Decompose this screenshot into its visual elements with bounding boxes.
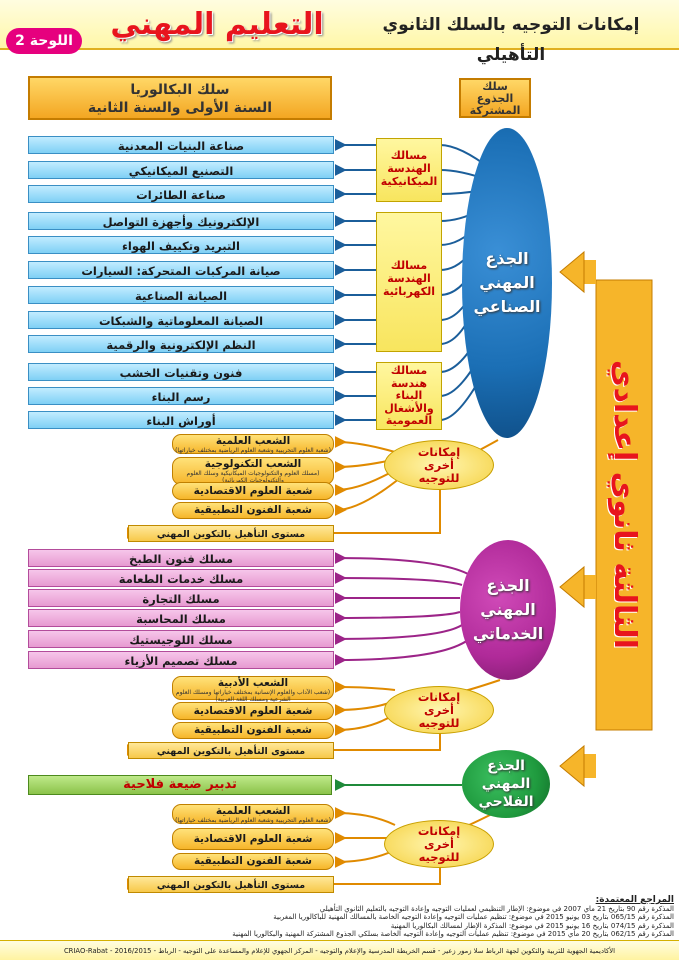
industrial-track: رسم البناء bbox=[28, 387, 334, 405]
industrial-track: التصنيع الميكانيكي bbox=[28, 161, 334, 179]
civil-group-l3: البناء bbox=[395, 389, 423, 402]
option-title: الشعب التكنولوجية bbox=[204, 458, 302, 470]
civil-group-l5: العمومية bbox=[385, 414, 433, 427]
option-technological: الشعب التكنولوجية (مسلك العلوم والتكنولو… bbox=[172, 457, 334, 485]
option-economics: شعبة العلوم الاقتصادية والتدبير bbox=[172, 828, 334, 865]
agri-core-l3: الفلاحي bbox=[478, 794, 534, 810]
services-track: مسلك اللوجيستيك bbox=[28, 630, 334, 648]
industrial-track: النظم الإلكترونية والرقمية bbox=[28, 335, 334, 353]
services-core-l2: المهني bbox=[480, 600, 536, 619]
agri-core-oval: الجذع المهني الفلاحي bbox=[462, 750, 550, 818]
agri-core-l1: الجذع bbox=[487, 758, 525, 774]
option-literary: الشعب الأدبية (شعب الآداب والعلوم الإنسا… bbox=[172, 676, 334, 703]
elec-group-l2: الهندسة bbox=[387, 272, 431, 285]
electrical-engineering-group: مسالك الهندسة الكهربائية bbox=[376, 212, 442, 352]
options-l3: للتوجيه bbox=[418, 715, 460, 730]
industrial-core-l3: الصناعي bbox=[473, 297, 541, 316]
option-applied-arts: شعبة الفنون التطبيقية bbox=[172, 853, 334, 870]
industrial-core-oval: الجذع المهني الصناعي bbox=[462, 128, 552, 438]
options-l3: للتوجيه bbox=[418, 849, 460, 864]
options-l1: إمكانات bbox=[417, 444, 461, 459]
industrial-track: أوراش البناء bbox=[28, 411, 334, 429]
references: المراجع المعتمدة: المذكرة رقم 90 بتاريخ … bbox=[150, 896, 674, 940]
industrial-track: التبريد وتكييف الهواء bbox=[28, 236, 334, 254]
option-applied-arts: شعبة الفنون التطبيقية bbox=[172, 502, 334, 519]
options-l2: أخرى bbox=[424, 457, 454, 472]
industrial-core-l2: المهني bbox=[479, 273, 535, 292]
services-track: مسلك خدمات الطعامة bbox=[28, 569, 334, 587]
footer: الأكاديمية الجهوية للتربية والتكوين لجهة… bbox=[0, 940, 679, 960]
option-scientific: الشعب العلمية (شعبة العلوم التجريبية وشع… bbox=[172, 434, 334, 454]
options-l1: إمكانات bbox=[417, 689, 461, 704]
option-applied-arts: شعبة الفنون التطبيقية bbox=[172, 722, 334, 739]
option-title: الشعب الأدبية bbox=[217, 677, 289, 689]
services-core-oval: الجذع المهني الخدماتي bbox=[460, 540, 556, 680]
civil-group-l4: والأشغال bbox=[384, 401, 434, 415]
references-title: المراجع المعتمدة: bbox=[595, 895, 674, 905]
industrial-track: الصيانة المعلوماتية والشبكات bbox=[28, 311, 334, 329]
civil-engineering-group: مسالك هندسة البناء والأشغال العمومية bbox=[376, 362, 442, 430]
qualification-level: مستوى التأهيل بالتكوين المهني bbox=[128, 525, 334, 542]
reference-item: المذكرة رقم 074/15 بتاريخ 16 يونيو 2015 … bbox=[390, 921, 674, 930]
farm-management-track: تدبير ضيعة فلاحية bbox=[28, 775, 332, 795]
option-note: (شعبة العلوم التجريبية وشعبة العلوم الري… bbox=[175, 447, 331, 454]
options-l2: أخرى bbox=[424, 702, 454, 717]
option-economics: شعبة العلوم الاقتصادية والتدبير bbox=[172, 482, 334, 513]
mech-group-l3: الميكانيكية bbox=[380, 175, 438, 188]
services-track: مسلك المحاسبة bbox=[28, 609, 334, 627]
options-l1: إمكانات bbox=[417, 823, 461, 838]
option-note: (شعب الآداب والعلوم الإنسانية بمختلف خيا… bbox=[175, 689, 331, 703]
common-core-line1: سلك bbox=[482, 80, 508, 93]
option-economics: شعبة العلوم الاقتصادية والتدبير bbox=[172, 702, 334, 733]
industrial-track: الصيانة الصناعية bbox=[28, 286, 334, 304]
qualification-level: مستوى التأهيل بالتكوين المهني bbox=[128, 742, 334, 759]
elec-group-l1: مسالك bbox=[390, 259, 428, 272]
board-badge: اللوحة 2 bbox=[6, 28, 82, 54]
industrial-track: صناعة البنيات المعدنية bbox=[28, 136, 334, 154]
bac-cycle-header: سلك البكالوريا السنة الأولى والسنة الثان… bbox=[28, 76, 332, 120]
reference-item: المذكرة رقم 065/15 بتاريخ 03 يونيو 2015 … bbox=[273, 913, 674, 921]
option-scientific: الشعب العلمية (شعبة العلوم التجريبية وشع… bbox=[172, 804, 334, 824]
qualification-level: مستوى التأهيل بالتكوين المهني bbox=[128, 876, 334, 893]
services-track: مسلك التجارة bbox=[28, 589, 334, 607]
services-track: مسلك تصميم الأزياء bbox=[28, 651, 334, 669]
option-note: (شعبة العلوم التجريبية وشعبة العلوم الري… bbox=[175, 817, 331, 824]
reference-item: المذكرة رقم 062/15 بتاريخ 20 ماي 2015 في… bbox=[232, 930, 674, 938]
option-note: (مسلك العلوم والتكنولوجيات الميكانيكية و… bbox=[186, 470, 320, 484]
services-core-l1: الجذع bbox=[486, 576, 530, 595]
bac-cycle-years: السنة الأولى والسنة الثانية bbox=[87, 100, 273, 116]
mech-group-l2: الهندسة bbox=[387, 162, 431, 175]
option-title: الشعب العلمية bbox=[215, 805, 291, 817]
page-subject: إمكانات التوجيه بالسلك الثانوي التأهيلي bbox=[382, 15, 640, 65]
mech-group-l1: مسالك bbox=[390, 149, 428, 162]
civil-group-l1: مسالك bbox=[390, 364, 428, 377]
options-l2: أخرى bbox=[424, 836, 454, 851]
page-title: التعليم المهني bbox=[110, 7, 324, 42]
common-core-line2: الجذوع bbox=[476, 92, 514, 105]
secondary-arrow bbox=[559, 250, 653, 788]
bac-cycle-title: سلك البكالوريا bbox=[130, 82, 230, 98]
common-core-header: سلك الجذوع المشتركة bbox=[459, 78, 531, 118]
civil-group-l2: هندسة bbox=[391, 376, 427, 390]
industrial-track: صناعة الطائرات bbox=[28, 185, 334, 203]
industrial-track: فنون وتقنيات الخشب bbox=[28, 363, 334, 381]
common-core-line3: المشتركة bbox=[469, 104, 521, 117]
mechanical-engineering-group: مسالك الهندسة الميكانيكية bbox=[376, 138, 442, 202]
services-core-l3: الخدماتي bbox=[472, 624, 544, 643]
reference-item: المذكرة رقم 90 بتاريخ 21 ماي 2007 في موض… bbox=[319, 904, 674, 913]
option-title: الشعب العلمية bbox=[215, 435, 291, 447]
services-track: مسلك فنون الطبخ bbox=[28, 549, 334, 567]
secondary-school-label: الثالثة ثانوي إعدادي bbox=[607, 360, 642, 650]
agri-core-l2: المهني bbox=[481, 776, 531, 792]
industrial-core-l1: الجذع bbox=[485, 249, 529, 268]
industrial-track: الإلكترونيك وأجهزة التواصل bbox=[28, 212, 334, 230]
options-l3: للتوجيه bbox=[418, 470, 460, 485]
header-bar bbox=[0, 0, 679, 50]
elec-group-l3: الكهربائية bbox=[383, 285, 435, 298]
industrial-track: صيانة المركبات المتحركة: السيارات bbox=[28, 261, 334, 279]
